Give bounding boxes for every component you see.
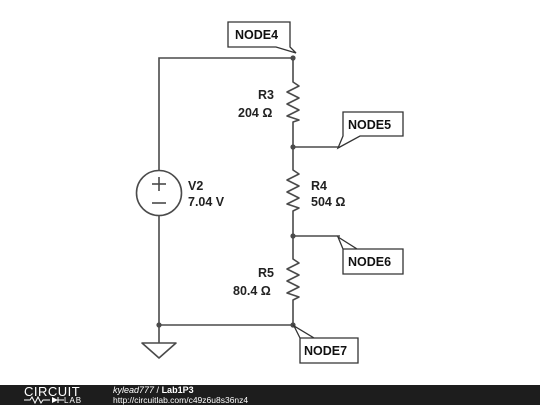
v2-name-label: V2 xyxy=(188,179,203,193)
v2-value-label: 7.04 V xyxy=(188,195,225,209)
node-tag-node7[interactable]: NODE7 xyxy=(292,324,359,364)
footer-bar: CIRCUIT LAB kylead777 / Lab1P3 http://ci… xyxy=(0,385,540,405)
node7-label: NODE7 xyxy=(304,344,347,358)
node6-label: NODE6 xyxy=(348,255,391,269)
footer-url[interactable]: http://circuitlab.com/c49z6u8s36nz4 xyxy=(113,395,249,405)
resistor-r3[interactable] xyxy=(286,78,300,126)
node4-label: NODE4 xyxy=(235,28,278,42)
junction-node5 xyxy=(290,144,296,150)
node-tag-node4[interactable]: NODE4 xyxy=(227,21,297,54)
logo-sub: LAB xyxy=(64,396,83,405)
footer-meta: kylead777 / Lab1P3 xyxy=(113,386,194,395)
logo-circuit-icon xyxy=(24,395,64,404)
node-tag-node6[interactable]: NODE6 xyxy=(336,235,404,275)
junction-node4 xyxy=(290,55,296,61)
r5-name-label: R5 xyxy=(258,266,274,280)
voltage-source-body xyxy=(135,169,183,217)
junction-ground xyxy=(156,322,162,328)
r3-name-label: R3 xyxy=(258,88,274,102)
junction-node6 xyxy=(290,233,296,239)
voltage-source-v2[interactable] xyxy=(135,169,183,217)
node-tag-node5[interactable]: NODE5 xyxy=(336,111,404,150)
resistor-r5[interactable] xyxy=(286,254,300,304)
wire-top xyxy=(158,57,294,170)
schematic-diagram: V2 7.04 V R3 204 Ω R4 504 Ω R5 80.4 Ω NO… xyxy=(135,21,404,364)
ground-icon xyxy=(141,342,177,359)
junctions xyxy=(156,55,296,328)
resistor-r4[interactable] xyxy=(286,165,300,215)
footer-title[interactable]: Lab1P3 xyxy=(161,385,194,395)
footer-user[interactable]: kylead777 xyxy=(113,385,155,395)
logo-word: CIRCUIT xyxy=(24,384,81,399)
r5-value-label: 80.4 Ω xyxy=(233,284,271,298)
footer-separator: / xyxy=(154,385,162,395)
r3-value-label: 204 Ω xyxy=(238,106,272,120)
r4-name-label: R4 xyxy=(311,179,327,193)
circuitlab-logo: CIRCUIT LAB xyxy=(24,385,92,405)
r4-value-label: 504 Ω xyxy=(311,195,345,209)
node5-label: NODE5 xyxy=(348,118,391,132)
